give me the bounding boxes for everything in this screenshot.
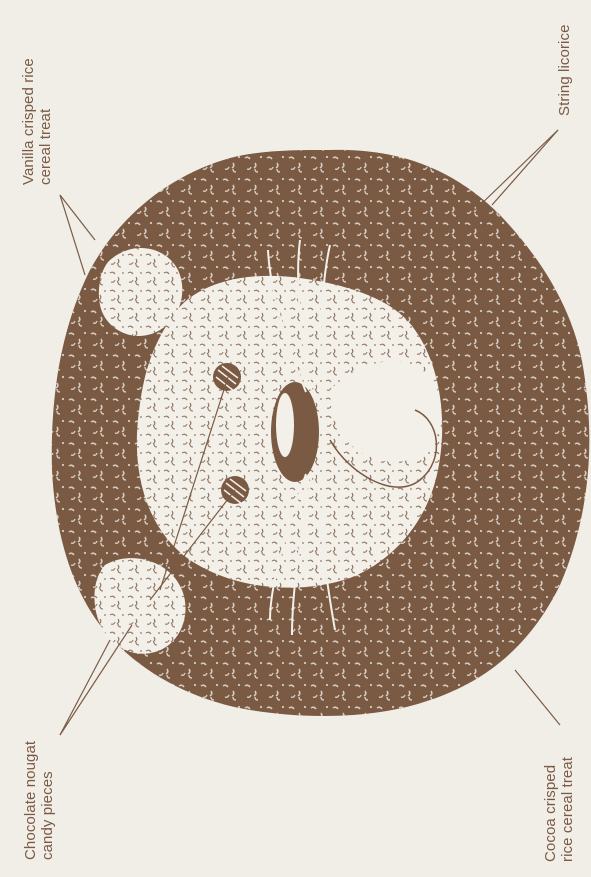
label-cocoa-line1: Cocoa crisped [542,757,559,862]
label-cocoa-line2: rice cereal treat [559,757,576,862]
label-chocolate-nougat: Chocolate nougat candy pieces [22,741,56,860]
label-vanilla-treat: Vanilla crisped rice cereal treat [20,58,54,185]
chocolate-eye-top [213,363,241,391]
label-string-licorice: String licorice [556,24,573,116]
label-cocoa-treat: Cocoa crisped rice cereal treat [542,757,576,862]
label-licorice-line1: String licorice [556,24,573,116]
chocolate-nose [271,382,319,482]
label-vanilla-line1: Vanilla crisped rice [20,58,37,185]
label-chocolate-line1: Chocolate nougat [22,741,39,860]
label-vanilla-line2: cereal treat [37,58,54,185]
label-chocolate-line2: candy pieces [39,741,56,860]
